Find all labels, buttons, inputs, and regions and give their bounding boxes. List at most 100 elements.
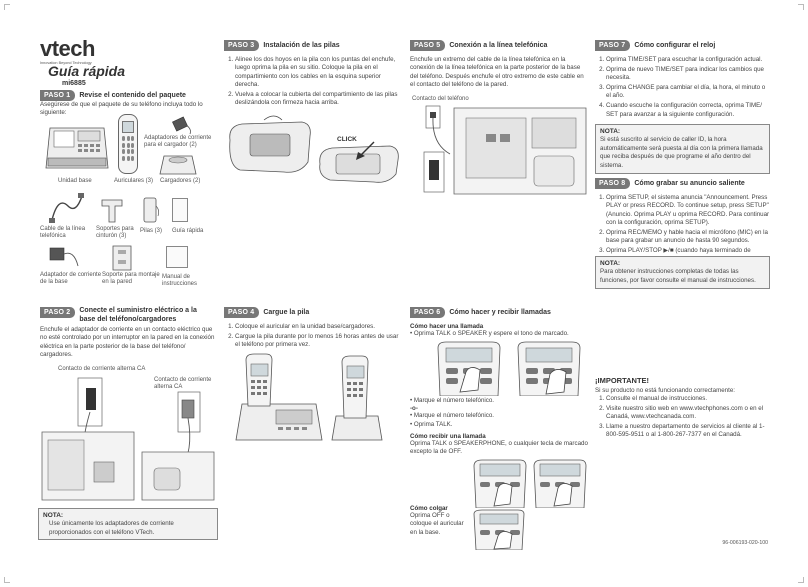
paso7-nota-label: NOTA: <box>600 128 621 135</box>
paso2-nota-label: NOTA: <box>43 512 64 519</box>
paso1-header: PASO 1 Revise el contenido del paquete <box>40 90 186 102</box>
crop-mark <box>798 4 804 10</box>
dial-number-2: • Marque el número telefónico. <box>410 412 495 419</box>
paso3-header: PASO 3 Instalación de las pilas <box>224 40 340 52</box>
label-manual: Manual de instrucciones <box>162 274 198 287</box>
dial-number-1: • Marque el número telefónico. <box>410 397 495 404</box>
charger-adapter-illustration <box>172 115 194 135</box>
paso3-steps: Alinee los dos hoyos en la pila con los … <box>224 56 402 109</box>
paso7-title: Cómo configurar el reloj <box>634 42 716 49</box>
paso2-nota: NOTA: Use únicamente los adaptadores de … <box>38 508 218 540</box>
paso6-title: Cómo hacer y recibir llamadas <box>449 309 551 316</box>
paso3-step: Vuelva a colocar la cubierta del compart… <box>235 91 402 108</box>
or-label: -o- <box>410 405 418 412</box>
belt-clip-illustration <box>100 196 124 224</box>
paso5-text: Enchufe un extremo del cable de la línea… <box>410 56 584 89</box>
paso2-illustration <box>38 372 218 504</box>
paso3-title: Instalación de las pilas <box>263 42 340 49</box>
label-ac-outlet-1: Contacto de corriente alterna CA <box>58 366 146 372</box>
paso5-title: Conexión a la línea telefónica <box>449 42 548 49</box>
paso6-phone-hangup <box>470 508 530 550</box>
paso7-steps: Oprima TIME/SET para escuchar la configu… <box>595 56 770 121</box>
label-cord: Cable de la línea telefónica <box>40 226 86 239</box>
handset-illustration <box>118 114 138 174</box>
battery-illustration <box>142 196 160 226</box>
make-call-title: Cómo hacer una llamada <box>410 323 484 330</box>
label-batteries: Pilas (3) <box>140 228 163 234</box>
label-phone-jack: Contacto del teléfono <box>412 96 469 102</box>
paso8-nota-label: NOTA: <box>600 260 621 267</box>
paso4-step: Coloque el auricular en la unidad base/c… <box>235 323 402 331</box>
label-belt-clip: Soportes para cinturón (3) <box>96 226 134 239</box>
dial-number-1-text: Marque el número telefónico. <box>413 397 495 404</box>
label-wall-mount: Soporte para montaje en la pared <box>102 272 160 285</box>
wall-mount-illustration <box>110 244 134 272</box>
label-handsets: Auriculares (3) <box>114 178 154 184</box>
model-number: mi6885 <box>62 80 86 87</box>
label-chargers: Cargadores (2) <box>160 178 201 184</box>
handset-screen <box>122 121 134 133</box>
quick-guide-illustration <box>172 198 188 222</box>
base-unit-illustration <box>42 118 112 174</box>
label-ac-outlet-2: Contacto de corriente alterna CA <box>154 377 212 390</box>
paso8-tag: PASO 8 <box>595 178 631 190</box>
paso8-steps: Oprima SETUP, el sistema anuncia "Announ… <box>595 194 770 265</box>
paso4-tag: PASO 4 <box>224 307 260 319</box>
press-talk: • Oprima TALK. <box>410 421 453 428</box>
importante-steps: Consulte el manual de instrucciones. Vis… <box>595 395 770 441</box>
manual-illustration <box>166 246 188 268</box>
paso6-tag: PASO 6 <box>410 307 446 319</box>
handset-keypad <box>122 136 134 161</box>
paso3-illustration <box>224 112 404 190</box>
paso8-nota-text: Para obtener instrucciones completas de … <box>600 268 756 284</box>
paso7-step: Oprima de nuevo TIME/SET para indicar lo… <box>606 66 770 83</box>
label-quick-guide: Guía rápida <box>172 228 204 234</box>
paso2-header: PASO 2 Conecte el suministro eléctrico a… <box>40 307 220 325</box>
paso7-step: Cuando escuche la configuración correcta… <box>606 102 770 119</box>
receive-text: Oprima TALK o SPEAKERPHONE, o cualquier … <box>410 440 588 456</box>
paso6-header: PASO 6 Cómo hacer y recibir llamadas <box>410 307 551 319</box>
paso8-title: Cómo grabar su anuncio saliente <box>634 180 745 187</box>
paso4-header: PASO 4 Cargue la pila <box>224 307 310 319</box>
crop-mark <box>4 577 10 583</box>
cord-illustration <box>48 192 88 224</box>
click-label: CLICK <box>337 136 357 143</box>
paso4-title: Cargue la pila <box>263 309 310 316</box>
paso7-nota-text: Si está suscrito al servicio de caller I… <box>600 136 763 169</box>
logo-text: vtech <box>40 36 95 61</box>
label-adapters-charger: Adaptadores de corriente para el cargado… <box>144 135 212 148</box>
logo-tagline: Innovation Beyond Technology <box>40 61 92 65</box>
base-adapter-illustration <box>48 244 80 270</box>
paso7-nota: NOTA: Si está suscrito al servicio de ca… <box>595 124 770 174</box>
paso2-tag: PASO 2 <box>40 307 76 319</box>
paso8-nota: NOTA: Para obtener instrucciones complet… <box>595 256 770 290</box>
paso7-step: Oprima TIME/SET para escuchar la configu… <box>606 56 770 64</box>
paso7-tag: PASO 7 <box>595 40 631 52</box>
paso4-steps: Coloque el auricular en la unidad base/c… <box>224 323 402 351</box>
paso7-header: PASO 7 Cómo configurar el reloj <box>595 40 716 52</box>
paso1-text: Asegúrese de que el paquete de su teléfo… <box>40 101 203 117</box>
part-number: 96-006193-020-100 <box>722 540 768 546</box>
paso8-step: Oprima REC/MEMO y hable hacia el micrófo… <box>606 229 770 246</box>
press-talk-text: Oprima TALK. <box>413 421 453 428</box>
paso1-title: Revise el contenido del paquete <box>79 92 186 99</box>
importante-intro: Si su producto no está funcionando corre… <box>595 387 735 394</box>
hangup-text: Oprima OFF o coloque el auricular en la … <box>410 512 464 536</box>
paso6-phones-bottom <box>470 458 590 508</box>
vtech-logo: vtech Innovation Beyond Technology <box>40 38 95 66</box>
paso4-step: Cargue la pila durante por lo menos 16 h… <box>235 333 402 350</box>
paso4-illustration <box>232 352 402 444</box>
crop-mark <box>4 4 10 10</box>
hangup-title: Cómo colgar <box>410 505 448 512</box>
page-title: Guía rápida <box>48 63 126 79</box>
paso3-step: Alinee los dos hoyos en la pila con los … <box>235 56 402 89</box>
paso1-tag: PASO 1 <box>40 90 76 102</box>
importante-title: ¡IMPORTANTE! <box>595 376 650 385</box>
label-base-adapter: Adaptador de corriente de la base <box>40 272 102 285</box>
importante-step: Consulte el manual de instrucciones. <box>606 395 770 403</box>
charger-illustration <box>158 150 198 176</box>
paso8-header: PASO 8 Cómo grabar su anuncio saliente <box>595 178 745 190</box>
importante-step: Visite nuestro sitio web en www.vtechpho… <box>606 405 770 422</box>
paso7-step: Oprima CHANGE para cambiar el día, la ho… <box>606 84 770 101</box>
crop-mark <box>798 577 804 583</box>
